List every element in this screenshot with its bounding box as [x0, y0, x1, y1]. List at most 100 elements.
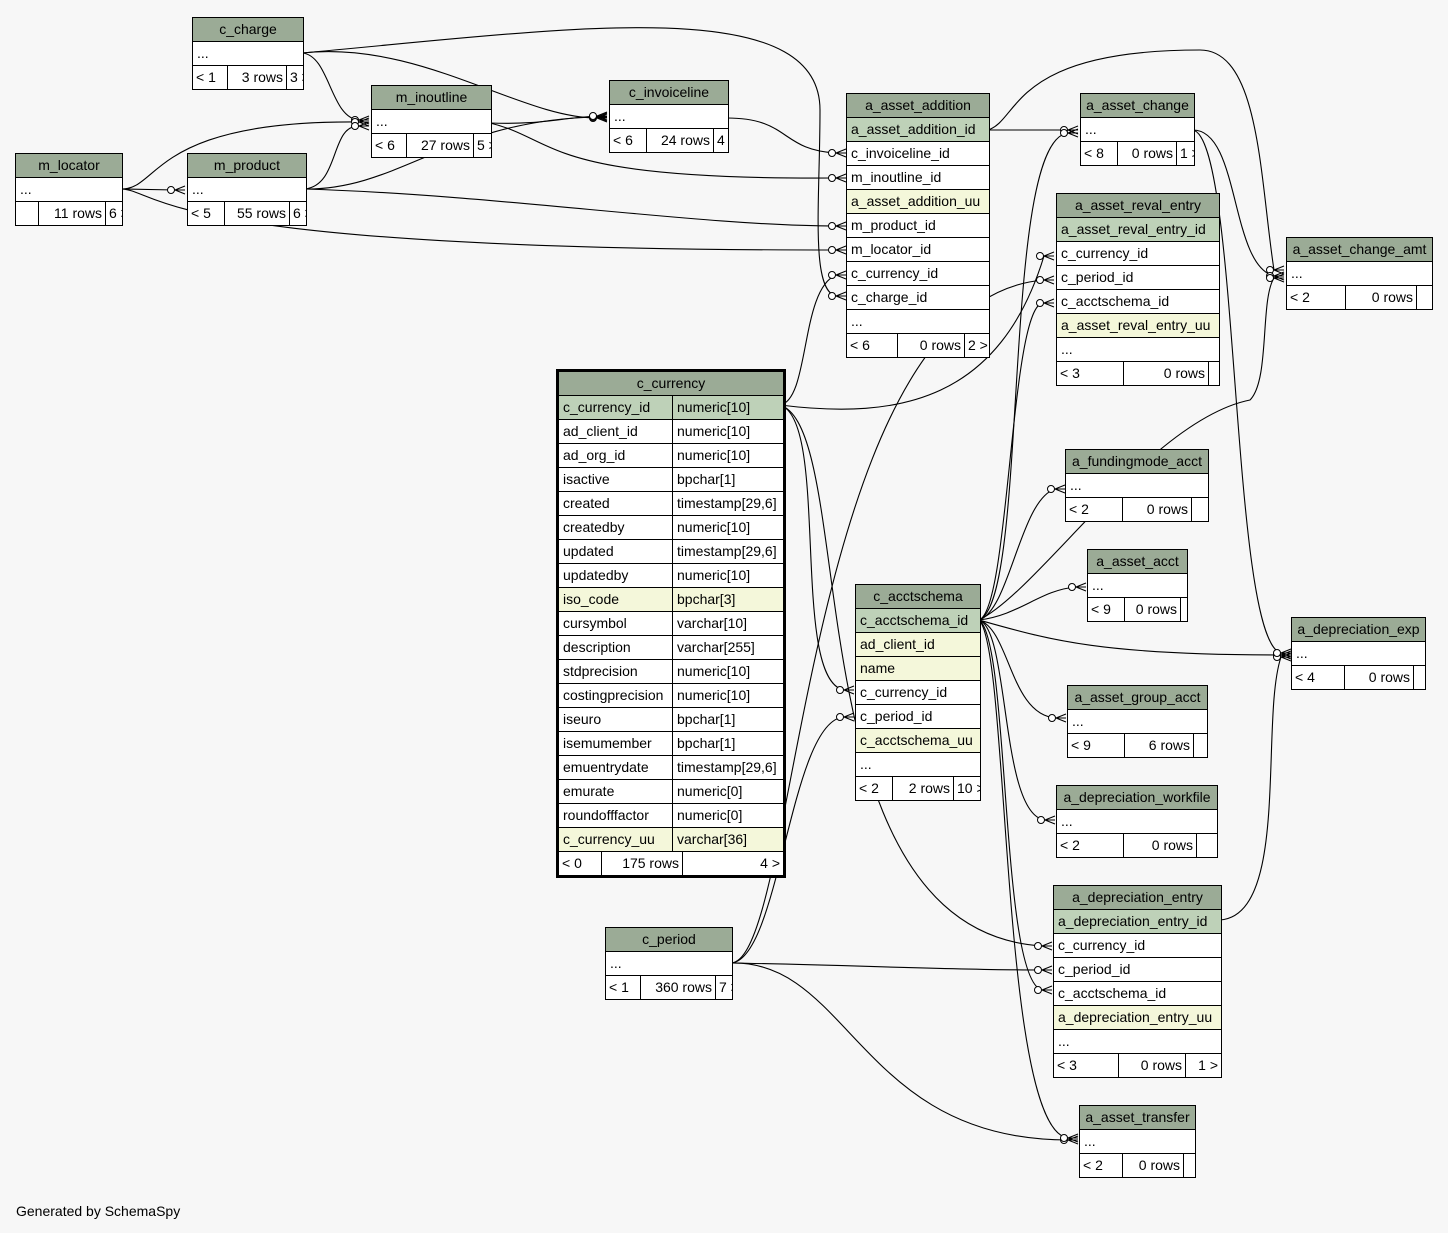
- parents-link[interactable]: < 8: [1084, 145, 1104, 161]
- column-row[interactable]: ...: [1068, 710, 1207, 734]
- column-row[interactable]: c_acctschema_id: [1054, 982, 1221, 1006]
- table-name[interactable]: c_invoiceline: [610, 81, 728, 105]
- children-link[interactable]: 1 >: [1185, 1054, 1221, 1077]
- children-link[interactable]: 10 >: [953, 777, 980, 800]
- column-row[interactable]: ad_client_id: [856, 633, 980, 657]
- column-row[interactable]: ...: [1081, 118, 1194, 142]
- parents-link[interactable]: < 1: [196, 69, 216, 85]
- column-row[interactable]: c_acctschema_uu: [856, 729, 980, 753]
- parents-link[interactable]: < 2: [1290, 289, 1310, 305]
- children-link[interactable]: [1191, 498, 1208, 521]
- table-name[interactable]: a_asset_group_acct: [1068, 686, 1207, 710]
- table-name[interactable]: a_asset_change_amt: [1287, 238, 1432, 262]
- column-row[interactable]: ...: [1292, 642, 1425, 666]
- column-row[interactable]: ...: [1057, 810, 1217, 834]
- parents-link[interactable]: < 0: [562, 855, 582, 871]
- children-link[interactable]: 4 >: [713, 129, 728, 152]
- table-name[interactable]: a_fundingmode_acct: [1066, 450, 1208, 474]
- table-name[interactable]: a_depreciation_workfile: [1057, 786, 1217, 810]
- column-row[interactable]: ...: [606, 952, 732, 976]
- parents-link[interactable]: < 2: [1083, 1157, 1103, 1173]
- table-name[interactable]: m_locator: [16, 154, 122, 178]
- children-link[interactable]: 7 >: [715, 976, 732, 999]
- table-name[interactable]: c_acctschema: [856, 585, 980, 609]
- children-link[interactable]: [1413, 666, 1425, 689]
- children-link[interactable]: [1180, 598, 1187, 621]
- parents-link[interactable]: < 9: [1091, 601, 1111, 617]
- parents-link[interactable]: < 3: [1060, 365, 1080, 381]
- table-name[interactable]: a_depreciation_entry: [1054, 886, 1221, 910]
- children-link[interactable]: [1416, 286, 1432, 309]
- column-row[interactable]: a_asset_reval_entry_id: [1057, 218, 1219, 242]
- table-name[interactable]: m_product: [188, 154, 306, 178]
- column-row[interactable]: c_currency_id: [1057, 242, 1219, 266]
- column-row[interactable]: c_period_id: [856, 705, 980, 729]
- children-link[interactable]: 5 >: [473, 134, 491, 157]
- column-row[interactable]: a_asset_addition_id: [847, 118, 989, 142]
- table-name[interactable]: a_asset_transfer: [1080, 1106, 1195, 1130]
- column-row[interactable]: name: [856, 657, 980, 681]
- column-row[interactable]: ...: [1287, 262, 1432, 286]
- column-row[interactable]: m_inoutline_id: [847, 166, 989, 190]
- column-row[interactable]: m_locator_id: [847, 238, 989, 262]
- table-name[interactable]: c_currency: [559, 372, 783, 396]
- parents-link[interactable]: < 4: [1295, 669, 1315, 685]
- column-row[interactable]: ...: [1057, 338, 1219, 362]
- column-row[interactable]: a_depreciation_entry_id: [1054, 910, 1221, 934]
- parents-link[interactable]: < 6: [613, 132, 633, 148]
- table-name[interactable]: c_charge: [193, 18, 303, 42]
- column-row[interactable]: c_period_id: [1054, 958, 1221, 982]
- parents-link[interactable]: < 1: [609, 979, 629, 995]
- column-row[interactable]: ...: [16, 178, 122, 202]
- column-row[interactable]: ...: [188, 178, 306, 202]
- column-row[interactable]: ...: [1088, 574, 1187, 598]
- parents-link[interactable]: < 3: [1057, 1057, 1077, 1073]
- column-row[interactable]: ...: [847, 310, 989, 334]
- table-name[interactable]: a_asset_change: [1081, 94, 1194, 118]
- column-row[interactable]: c_currency_id: [856, 681, 980, 705]
- table-name[interactable]: a_asset_acct: [1088, 550, 1187, 574]
- parents-link[interactable]: < 2: [859, 780, 879, 796]
- children-link[interactable]: 3 >: [286, 66, 303, 89]
- children-link[interactable]: 1 >: [1176, 142, 1194, 165]
- children-link[interactable]: 4 >: [682, 852, 783, 875]
- table-name[interactable]: a_asset_reval_entry: [1057, 194, 1219, 218]
- table-name[interactable]: a_asset_addition: [847, 94, 989, 118]
- table-name[interactable]: m_inoutline: [372, 86, 491, 110]
- column-row[interactable]: ...: [856, 753, 980, 777]
- children-link[interactable]: [1196, 834, 1217, 857]
- column-row[interactable]: c_currency_id: [1054, 934, 1221, 958]
- parents-link[interactable]: < 2: [1069, 501, 1089, 517]
- parents-link[interactable]: [16, 202, 38, 225]
- children-link[interactable]: [1193, 734, 1207, 757]
- parents-link[interactable]: < 9: [1071, 737, 1091, 753]
- parents-link[interactable]: < 6: [375, 137, 395, 153]
